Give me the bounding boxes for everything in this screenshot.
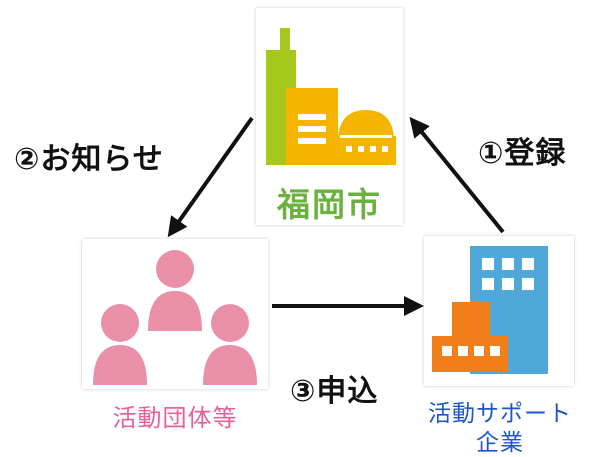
city-label: 福岡市 (277, 185, 382, 224)
step-register-label: ①登録 (478, 136, 567, 171)
city-hall-icon (260, 10, 396, 170)
office-building-icon (432, 246, 548, 374)
arrow-notify (167, 116, 254, 238)
city-card: 福岡市 (256, 8, 403, 225)
step-notify-label: ②お知らせ (14, 142, 164, 177)
groups-label: 活動団体等 (112, 404, 238, 432)
company-label-line2: 企業 (476, 430, 524, 456)
people-icon (93, 250, 257, 385)
step-apply-label: ③申込 (290, 374, 379, 409)
company-label-line1: 活動サポート (428, 401, 572, 427)
arrow-register (409, 116, 505, 234)
